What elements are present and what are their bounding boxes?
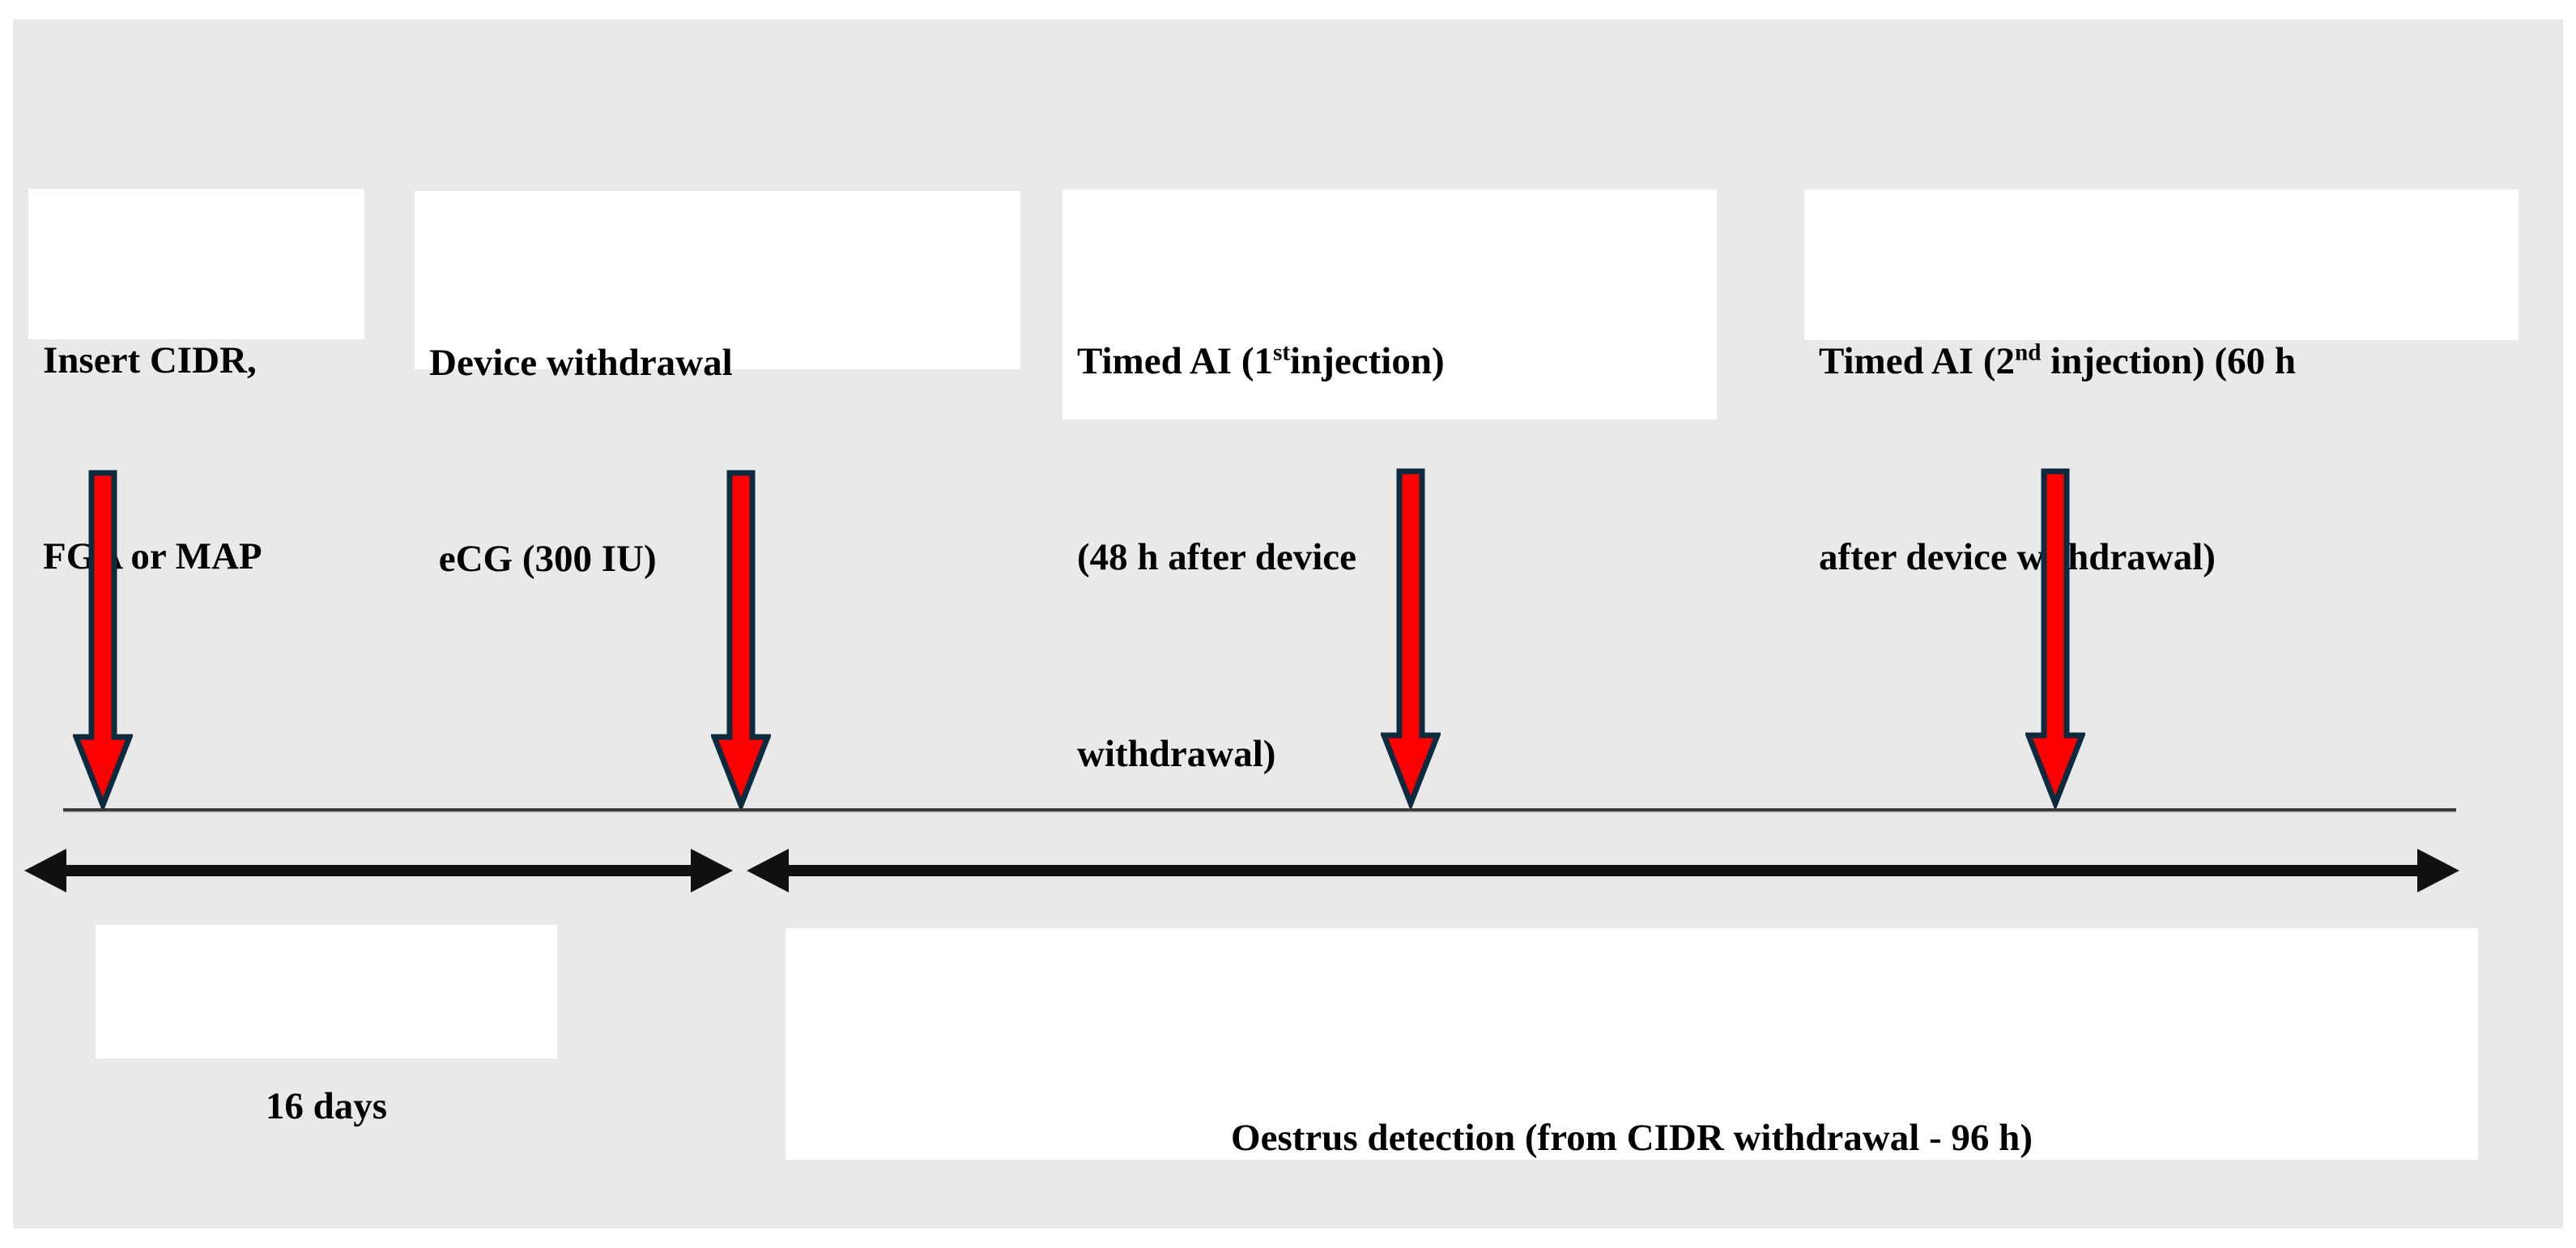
timed-ai-second-line-2: after device withdrawal) (1819, 536, 2216, 579)
timed-ai-second-line-1-text: Timed AI (2 (1819, 339, 2015, 382)
double-headed-arrow-icon (24, 849, 733, 892)
interval-16-days-label: 16 days (265, 1084, 388, 1127)
double-headed-arrow-oestrus-detection (747, 842, 2459, 899)
timed-ai-second-line-1: Timed AI (2nd injection) (60 h (1819, 329, 2504, 394)
double-headed-arrow-icon (747, 849, 2459, 892)
device-withdrawal-line-1: Device withdrawal (429, 341, 733, 384)
timed-ai-second-line-1-tail: injection) (60 h (2041, 339, 2297, 382)
red-down-arrow-insert-device (73, 470, 133, 810)
timed-ai-first-line-1: Timed AI (1stinjection) (1077, 329, 1702, 394)
ordinal-suffix-st: st (1273, 339, 1291, 365)
red-down-arrow-device-withdrawal (711, 470, 771, 810)
device-withdrawal-line-2: eCG (300 IU) (429, 538, 657, 581)
red-down-arrow-icon (2025, 468, 2085, 808)
red-down-arrow-icon (73, 470, 133, 810)
double-headed-arrow-16-days (24, 842, 733, 899)
label-box-16-days: 16 days (96, 925, 557, 1127)
red-down-arrow-icon (1381, 468, 1441, 808)
label-box-insert-device: Insert CIDR, FGA or MAP (28, 189, 364, 577)
red-down-arrow-timed-ai-first (1381, 468, 1441, 808)
timed-ai-first-line-3: withdrawal) (1077, 732, 1276, 775)
red-down-arrow-icon (711, 470, 771, 810)
oestrus-detection-line-1: Oestrus detection (from CIDR withdrawal … (1231, 1117, 2033, 1159)
ordinal-suffix-nd: nd (2015, 339, 2042, 365)
label-box-oestrus-detection: Oestrus detection (from CIDR withdrawal … (786, 928, 2478, 1160)
label-box-timed-ai-second: Timed AI (2nd injection) (60 h after dev… (1804, 190, 2519, 578)
timeline-axis-line (63, 808, 2456, 813)
label-box-device-withdrawal: Device withdrawal eCG (300 IU) (415, 191, 1020, 580)
red-down-arrow-timed-ai-second (2025, 468, 2085, 808)
insert-device-line-1: Insert CIDR, (43, 339, 257, 381)
timed-ai-first-line-1-tail: injection) (1290, 339, 1445, 382)
timed-ai-first-line-2: (48 h after device (1077, 536, 1356, 579)
label-box-timed-ai-first: Timed AI (1stinjection) (48 h after devi… (1062, 190, 1717, 775)
timed-ai-first-line-1-text: Timed AI (1 (1077, 339, 1273, 382)
